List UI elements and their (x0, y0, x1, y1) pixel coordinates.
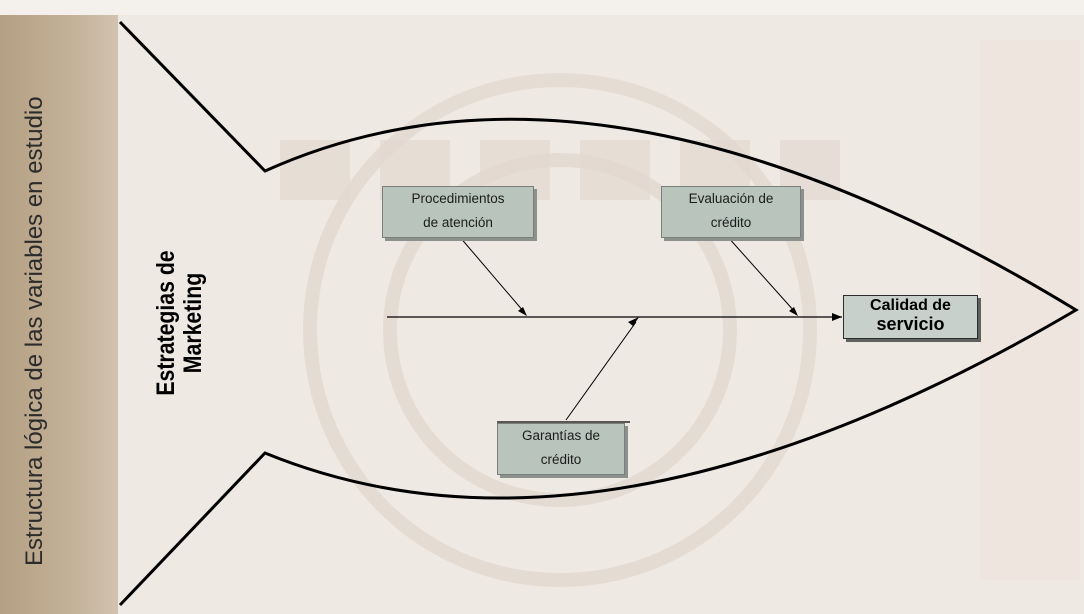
cause-box-procedimientos: Procedimientos de atención (382, 186, 534, 238)
spine-arrowhead (832, 313, 842, 321)
side-band (0, 15, 118, 614)
spine-label-line1: Estrategias de (152, 250, 180, 396)
cause-box-garantias: Garantías de crédito (497, 423, 625, 475)
effect-box: Calidad de servicio (843, 295, 978, 339)
cause-arrow-procedimientos (458, 235, 525, 313)
effect-label-line2: servicio (876, 314, 945, 334)
fish-outline (118, 20, 1079, 607)
cause-label-line2: crédito (540, 452, 582, 467)
effect-label-line1: Calidad de (870, 297, 951, 314)
spine-label: Estrategias de Marketing (152, 228, 207, 418)
cause-box-evaluacion: Evaluación de crédito (661, 186, 801, 238)
cause-label-line2: de atención (423, 215, 493, 230)
cause-arrow-garantias (565, 321, 637, 421)
spine-label-line2: Marketing (179, 272, 207, 374)
cause-label-line1: Evaluación de (688, 191, 774, 206)
cause-label-line2: crédito (710, 215, 752, 230)
top-bar (0, 0, 1084, 15)
cause-label-line1: Garantías de (521, 428, 601, 443)
cause-label-line1: Procedimientos (411, 191, 505, 206)
cause-arrow-evaluacion (726, 235, 796, 313)
